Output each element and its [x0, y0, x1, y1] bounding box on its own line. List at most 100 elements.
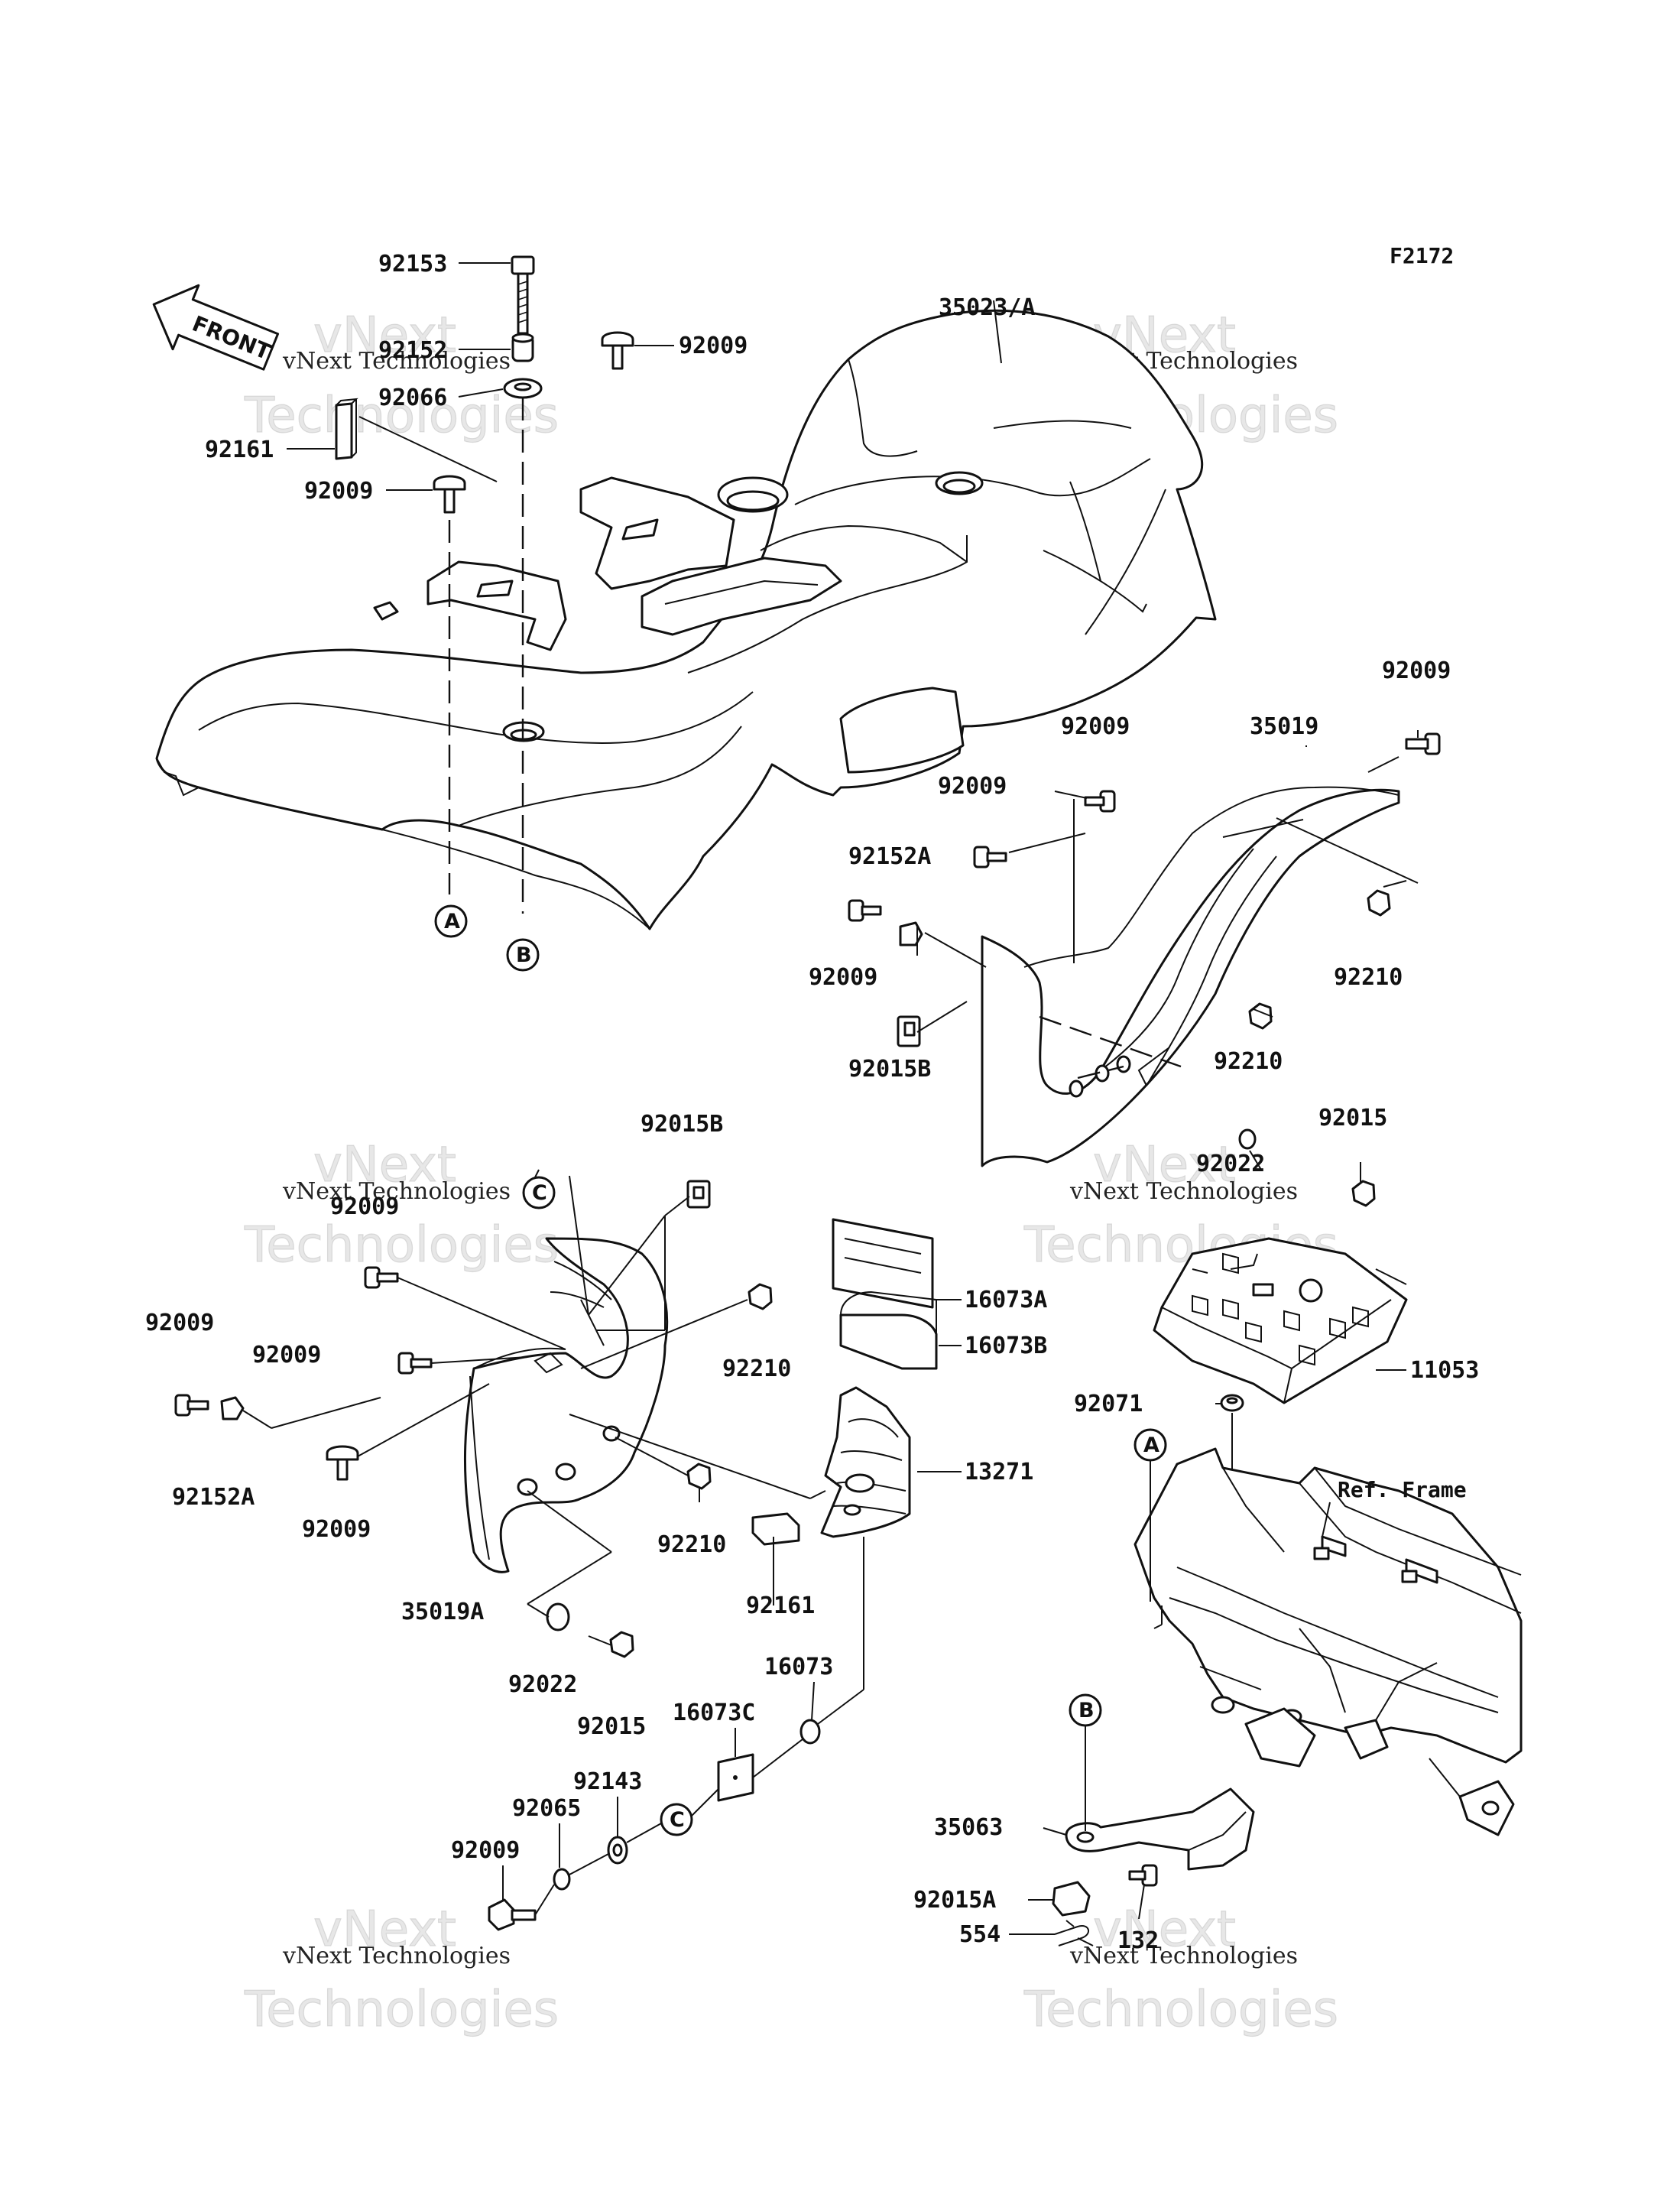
svg-text:B: B: [516, 943, 532, 967]
svg-text:vNext Technologies: vNext Technologies: [282, 1943, 511, 1969]
bolt-icon: [601, 331, 634, 370]
part-label: 92009: [1061, 713, 1130, 740]
part-label: 92210: [1334, 964, 1403, 991]
clip-nut-icon: [897, 1015, 921, 1047]
bolt-icon: [488, 1898, 537, 1931]
part-label: 92015: [577, 1713, 646, 1740]
part-label: 35019A: [401, 1599, 484, 1625]
svg-text:B: B: [1078, 1699, 1095, 1722]
svg-text:vNext Technologies: vNext Technologies: [1069, 1178, 1298, 1205]
part-label: 92071: [1074, 1391, 1143, 1417]
part-label: 92009: [938, 773, 1007, 800]
washer-icon: [1238, 1128, 1257, 1150]
svg-text:vNext: vNext: [313, 1137, 456, 1193]
washer-icon: [799, 1719, 821, 1745]
part-label: 92152A: [172, 1484, 255, 1511]
washer-icon: [553, 1868, 571, 1891]
left-cover-hardware: [174, 1169, 826, 1658]
part-label: 92009: [809, 964, 877, 991]
part-label: 13271: [965, 1459, 1033, 1485]
svg-text:Technologies: Technologies: [244, 388, 559, 444]
part-label: 92009: [145, 1310, 214, 1336]
part-label: 92152: [378, 337, 447, 364]
part-label: 92009: [330, 1193, 399, 1220]
circle-ref-a: A: [434, 904, 468, 938]
part-labels: 92153 92152 92066 92161 92009 92009 3502…: [145, 251, 1479, 1954]
rear-fender-body: [155, 309, 1217, 930]
part-label: 92143: [573, 1768, 642, 1795]
svg-text:vNext: vNext: [313, 307, 456, 364]
svg-text:C: C: [532, 1181, 547, 1205]
svg-text:vNext: vNext: [313, 1901, 456, 1958]
bolt-icon: [326, 1445, 359, 1481]
bolt-icon: [174, 1394, 209, 1417]
circle-ref-a: A: [1134, 1428, 1167, 1462]
nut-icon: [1220, 1394, 1244, 1412]
svg-text:vNext Technologies: vNext Technologies: [282, 1178, 511, 1205]
mount-bracket: [1009, 1726, 1255, 1946]
part-label: 92009: [679, 333, 748, 359]
part-label: 92210: [722, 1355, 791, 1382]
part-label: 132: [1117, 1927, 1159, 1954]
side-cover-left: [463, 1237, 669, 1573]
svg-text:vNext: vNext: [1093, 1901, 1236, 1958]
part-label: 92015B: [641, 1111, 723, 1138]
watermark-top-left: vNext Technologies vNext Technologies: [243, 307, 559, 444]
nut-icon: [748, 1283, 773, 1310]
part-label: 92210: [657, 1531, 726, 1558]
watermark-bottom-left: vNext Technologies vNext Technologies: [243, 1901, 559, 2038]
upper-left-hardware: [287, 255, 1002, 914]
part-label: 92015B: [848, 1056, 931, 1083]
collar-icon: [220, 1396, 245, 1420]
nut-icon: [686, 1463, 712, 1490]
right-cover-hardware: [848, 730, 1441, 1207]
part-label: 92161: [205, 437, 274, 463]
bolt-icon: [364, 1266, 399, 1289]
part-label: 92022: [1196, 1151, 1265, 1177]
part-label: 92009: [252, 1342, 321, 1368]
watermark-mid-left: vNext Technologies vNext Technologies: [243, 1136, 559, 1274]
svg-text:Technologies: Technologies: [244, 1982, 559, 2038]
bolt-icon: [433, 475, 466, 514]
bolt-icon: [397, 1352, 433, 1375]
part-label: 92153: [378, 251, 447, 278]
lower-fastener-stack: C: [488, 1681, 821, 1931]
circle-ref-b: B: [1069, 1693, 1102, 1727]
svg-text:A: A: [444, 910, 460, 933]
part-label: 35023/A: [939, 294, 1035, 321]
pad-icon: [335, 398, 358, 460]
part-label: 92009: [451, 1837, 520, 1864]
nut-icon: [609, 1631, 634, 1658]
front-arrow-icon: FRONT: [152, 284, 280, 371]
nut-icon: [1351, 1180, 1376, 1207]
collar-icon: [511, 333, 534, 362]
part-label: 16073: [764, 1654, 833, 1680]
nut-icon: [1367, 889, 1391, 917]
part-label: 16073B: [965, 1333, 1047, 1359]
heat-guard: [832, 1218, 962, 1370]
nut-icon: [1052, 1881, 1091, 1917]
svg-text:Technologies: Technologies: [244, 1217, 559, 1274]
part-label: 35063: [934, 1814, 1003, 1841]
grommet-icon: [503, 378, 543, 399]
muffler-guard: [751, 1386, 962, 1725]
part-label: 11053: [1410, 1357, 1479, 1384]
svg-text:Technologies: Technologies: [1023, 1982, 1338, 2038]
part-label: 92161: [746, 1592, 815, 1619]
part-label: 92015: [1318, 1105, 1387, 1131]
svg-text:vNext Technologies: vNext Technologies: [282, 348, 511, 375]
diagram-code: F2172: [1390, 243, 1454, 268]
part-label: 554: [959, 1921, 1001, 1948]
washer-icon: [546, 1602, 570, 1631]
clip-nut-icon: [686, 1180, 711, 1209]
circle-ref-b: B: [506, 938, 540, 972]
part-label: 16073C: [673, 1700, 755, 1726]
part-label: 92009: [302, 1516, 371, 1543]
part-label: 92066: [378, 385, 447, 411]
part-label: 92009: [1382, 657, 1451, 684]
part-label: 16073A: [965, 1287, 1047, 1313]
watermark-bottom-right: vNext Technologies vNext Technologies: [1023, 1901, 1338, 2038]
circle-ref-c: C: [660, 1803, 693, 1836]
part-label: 92022: [508, 1671, 577, 1698]
